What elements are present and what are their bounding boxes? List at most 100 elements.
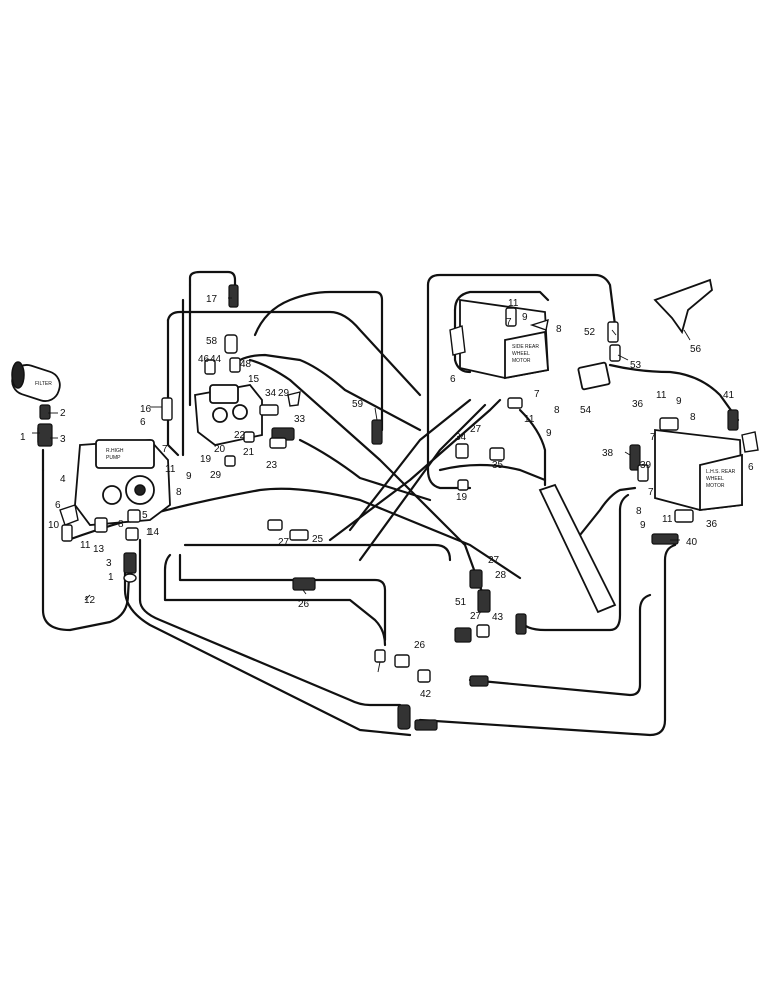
motor-left-plate-3: MOTOR — [512, 358, 531, 364]
callout-1c: 1 — [108, 572, 114, 583]
fitting-30 — [477, 589, 491, 613]
callout-27: 29 — [278, 388, 290, 399]
pump-plate-2: PUMP — [106, 455, 121, 461]
fitting-51 — [609, 344, 621, 362]
valve-spool-top — [209, 384, 239, 404]
callout-11b: 11 — [165, 464, 176, 475]
hose-lower-loop-1 — [178, 553, 387, 642]
motor-left-plate-1: SIDE REAR — [512, 344, 539, 350]
callout-7d: 7 — [650, 432, 656, 443]
callout-30: 28 — [495, 570, 507, 581]
callout-10: 10 — [48, 520, 60, 531]
hose-bottom-frame-2 — [123, 558, 412, 737]
fitting-12 — [37, 423, 53, 447]
callout-19: 19 — [200, 454, 212, 465]
callout-54: 59 — [352, 399, 364, 410]
filter-cap — [11, 361, 25, 389]
callout-40: 40 — [686, 537, 698, 548]
callout-31d: 27 — [488, 555, 500, 566]
callout-52: 54 — [580, 405, 592, 416]
fitting-36 — [674, 509, 694, 523]
fitting-34 — [455, 443, 469, 459]
callout-8d: 8 — [554, 405, 560, 416]
callout-8: 8 — [118, 519, 124, 530]
hose-bottom-long-right — [418, 543, 677, 737]
hose-right-motor-return — [578, 486, 637, 537]
pump-outlet-3 — [123, 552, 137, 574]
fitting-25 — [289, 529, 309, 541]
callout-11f: 11 — [662, 514, 673, 525]
callout-42: 42 — [420, 689, 432, 700]
callout-22: 22 — [234, 430, 246, 441]
valve-fitting-44 — [204, 359, 216, 375]
callout-7c: 7 — [534, 389, 540, 400]
motor-right-fitting-a — [659, 417, 679, 431]
fitting-43 — [515, 613, 527, 635]
callout-35: 35 — [492, 460, 504, 471]
hose-upper-left-loop — [188, 270, 237, 297]
callout-7e: 7 — [648, 487, 654, 498]
callout-53: 58 — [206, 336, 218, 347]
fitting-49 — [454, 627, 472, 643]
pump-assembly: R.HIGH PUMP — [59, 439, 171, 583]
hose-motor-diag-2 — [358, 403, 487, 562]
pump-washer-1 — [123, 573, 137, 583]
motor-left-clip — [529, 318, 549, 331]
callout-3: 3 — [60, 434, 66, 445]
motor-left-elbow — [449, 325, 466, 356]
hose-motor-left-supply — [453, 290, 550, 312]
valve-fitting-17 — [228, 284, 239, 308]
valve-clip-27 — [287, 391, 301, 407]
hose-lower-loop-2 — [163, 553, 387, 647]
callout-9c: 9 — [546, 428, 552, 439]
valve-port-2 — [232, 404, 248, 420]
fitting-35 — [489, 447, 505, 461]
leader-line — [302, 589, 307, 595]
callout-7: 7 — [162, 444, 168, 455]
valve-fitting-27b — [224, 455, 236, 467]
callout-21: 21 — [243, 447, 255, 458]
hose-fitting-34-loop — [438, 463, 547, 482]
callout-38: 38 — [602, 448, 614, 459]
hose-bottom-frame-1 — [138, 538, 402, 707]
filter-outlet-fitting — [39, 404, 51, 420]
valve-fitting-21 — [243, 431, 255, 443]
leader-line — [624, 451, 631, 456]
callout-16: 16 — [140, 404, 152, 415]
pump-fitting-10 — [61, 524, 73, 542]
callout-8e: 8 — [690, 412, 696, 423]
callout-33: 34 — [265, 388, 277, 399]
hose-motor-left-down — [518, 408, 547, 487]
fitting-50 — [607, 321, 619, 343]
filter-assembly: FILTER — [11, 361, 61, 446]
valve-port-1 — [212, 407, 228, 423]
motor-right-elbow-6 — [741, 431, 759, 453]
control-valve-block — [161, 284, 301, 467]
pump-plate-1: R.HIGH — [106, 448, 124, 454]
leader-line — [617, 354, 629, 361]
hose-top-cross-3 — [238, 353, 422, 432]
callout-48: 48 — [240, 359, 252, 370]
callout-9e: 9 — [640, 520, 646, 531]
hose-valve-to-right-tank — [298, 438, 432, 502]
callout-26: 26 — [298, 599, 310, 610]
motor-right-plate-2: WHEEL — [706, 476, 724, 482]
callout-2: 2 — [60, 408, 66, 419]
fitting-31a — [267, 519, 283, 531]
pump-fitting-5 — [127, 509, 141, 523]
callout-9: 9 — [186, 471, 192, 482]
callout-25: 25 — [312, 534, 324, 545]
motor-right-plate-1: L.H.S. REAR — [706, 469, 736, 475]
filter-label: FILTER — [35, 381, 52, 387]
callout-44: 44 — [210, 354, 222, 365]
fitting-29 — [476, 624, 490, 638]
callout-8f: 8 — [636, 506, 642, 517]
hose-right-motor-supply — [518, 493, 630, 632]
hose-cross-valve — [166, 318, 180, 457]
fitting-39 — [637, 464, 649, 482]
block-52 — [577, 361, 611, 391]
callout-11: 11 — [80, 540, 91, 551]
fitting-58 — [397, 704, 411, 730]
callout-20: 20 — [214, 444, 226, 455]
bracket-59 — [653, 278, 713, 335]
